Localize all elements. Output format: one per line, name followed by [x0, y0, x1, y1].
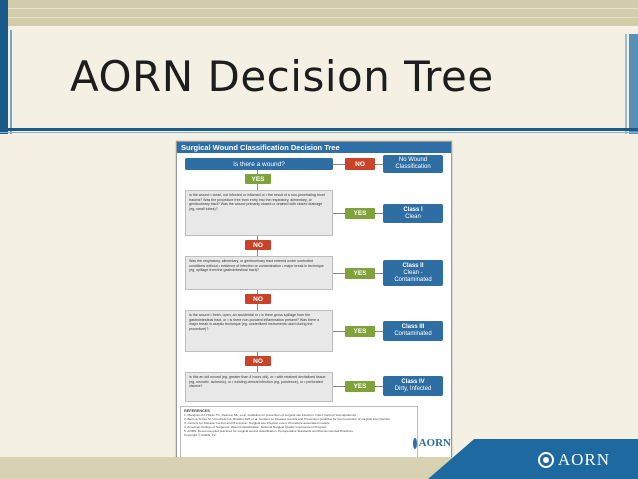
connector — [257, 184, 258, 190]
connector — [333, 213, 345, 214]
slide-logo-text: AORN — [557, 450, 610, 469]
question-box-2: Was the respiratory, alimentary, or geni… — [185, 256, 333, 290]
connector — [375, 273, 383, 274]
slide-title: AORN Decision Tree — [70, 52, 494, 101]
right-accent-bar — [629, 34, 638, 134]
question-box-3: Is the wound • fresh, open, an accidenta… — [185, 310, 333, 352]
references-box: REFERENCES 1. Mangram AJ, Horan TC, Pear… — [180, 406, 418, 461]
connector — [257, 250, 258, 256]
connector — [333, 164, 345, 165]
connector — [257, 170, 258, 174]
connector — [333, 386, 345, 387]
class-3-box: Class III Contaminated — [383, 321, 443, 341]
connector — [333, 331, 345, 332]
title-rule-thin — [0, 132, 638, 133]
reference-item: 3. Centers for Disease Control and Preve… — [184, 421, 331, 425]
class-4-name: Class IV — [401, 379, 425, 385]
diagram-logo-text: AORN — [418, 437, 451, 449]
class-3-name: Class III — [401, 324, 425, 330]
start-question: Is there a wound? — [185, 158, 333, 170]
left-accent-bar — [0, 0, 8, 134]
copyright: Copyright © AORN, Inc. — [184, 433, 217, 437]
aorn-logo-icon — [537, 452, 554, 468]
yes-label: YES — [345, 208, 375, 219]
band-stripe — [0, 8, 638, 9]
connector — [257, 304, 258, 310]
class-2-desc: Clean - Contaminated — [394, 269, 432, 283]
yes-label: YES — [345, 381, 375, 392]
class-no-wound: No Wound Classification — [383, 155, 443, 173]
question-box-1: Is the wound • clean, not infected or in… — [185, 190, 333, 236]
aorn-logo-icon — [413, 437, 417, 449]
right-accent-line — [625, 34, 627, 134]
class-3-desc: Contaminated — [394, 331, 432, 337]
references-title: REFERENCES — [184, 409, 210, 413]
class-1-box: Class I Clean — [383, 204, 443, 223]
connector — [375, 331, 383, 332]
left-accent-line — [10, 30, 12, 134]
no-wound-class-text: No Wound Classification — [395, 157, 431, 170]
no-label: NO — [245, 294, 271, 304]
top-band — [0, 0, 638, 26]
connector — [257, 290, 258, 294]
connector — [257, 366, 258, 372]
class-4-desc: Dirty, Infected — [394, 386, 432, 392]
no-label: NO — [345, 158, 375, 170]
connector — [257, 236, 258, 240]
class-2-name: Class II — [402, 262, 424, 269]
connector — [375, 164, 383, 165]
class-2-box: Class II Clean - Contaminated — [383, 260, 443, 286]
band-stripe — [0, 17, 638, 18]
diagram-logo: AORN — [413, 434, 451, 452]
question-box-4: Is this an old wound (eg, greater than 4… — [185, 372, 333, 402]
yes-label: YES — [345, 268, 375, 279]
yes-label: YES — [245, 174, 271, 184]
diagram-header: Surgical Wound Classification Decision T… — [177, 142, 451, 153]
reference-item: 2. Berríos-Torres SI, Umscheid CA, Bratz… — [184, 417, 391, 421]
no-label: NO — [245, 356, 271, 366]
class-4-box: Class IV Dirty, Infected — [383, 376, 443, 396]
decision-tree-diagram: Surgical Wound Classification Decision T… — [176, 141, 452, 464]
reference-item: 5. AORN. Recommended practices for surgi… — [184, 429, 354, 433]
class-1-desc: Clean — [405, 213, 421, 220]
connector — [375, 386, 383, 387]
no-label: NO — [245, 240, 271, 250]
reference-item: 4. American College of Surgeons. Wound c… — [184, 425, 328, 429]
reference-item: 1. Mangram AJ, Horan TC, Pearson ML, et … — [184, 413, 357, 417]
title-rule — [0, 128, 638, 131]
connector — [375, 213, 383, 214]
yes-label: YES — [345, 326, 375, 337]
slide-logo: AORN — [537, 450, 610, 470]
class-1-name: Class I — [403, 206, 423, 213]
connector — [257, 352, 258, 356]
connector — [333, 273, 345, 274]
